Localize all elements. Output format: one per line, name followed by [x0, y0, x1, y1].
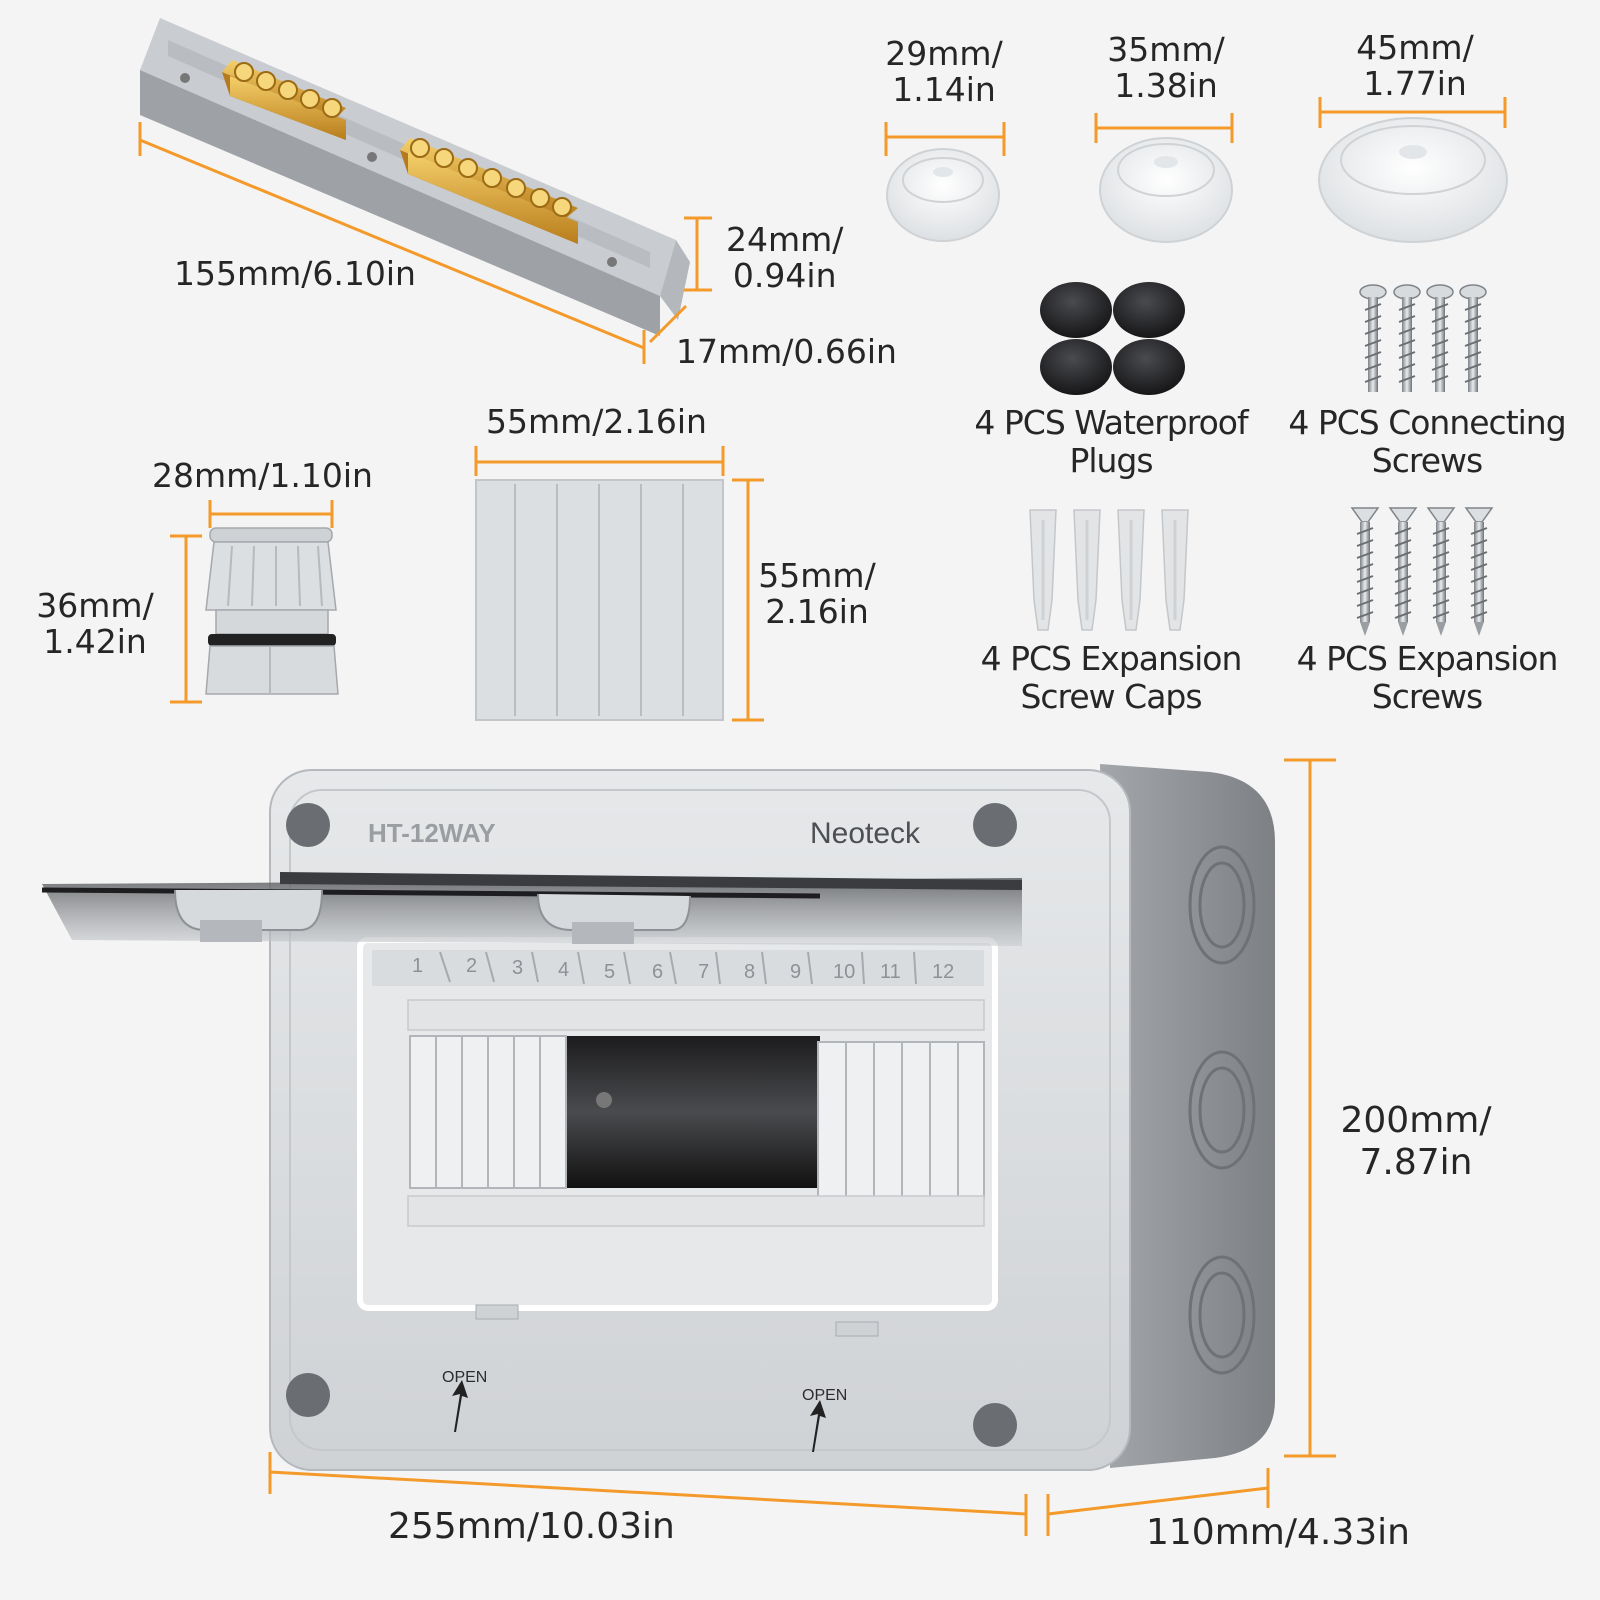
accessory-caption: 4 PCS Expansion Screws: [1296, 639, 1559, 716]
expansion-screw-icon: [1350, 507, 1493, 637]
accessory-caption: 4 PCS Connecting Screws: [1288, 403, 1566, 480]
slot-number: 10: [833, 961, 855, 983]
gland-width-label: 28mm/1.10in: [152, 456, 373, 495]
enclosure-depth-label: 110mm/4.33in: [1146, 1512, 1410, 1553]
slot-number: 5: [604, 961, 615, 983]
slot-number: 6: [652, 961, 663, 983]
busbar-depth-label: 17mm/0.66in: [676, 332, 897, 371]
grommet-45mm: [1318, 117, 1508, 243]
blank-module: [409, 1035, 985, 1199]
grommet-35mm: [1099, 137, 1233, 243]
slot-number: 4: [558, 959, 569, 981]
cable-gland-icon: [205, 527, 339, 695]
distribution-box: HT-12WAY Neoteck 1 2 3 4 5 6 7 8 9 10 11…: [41, 764, 1275, 1471]
grommet-29mm: [886, 148, 1000, 242]
busbar-length-label: 155mm/6.10in: [174, 254, 416, 293]
model-number: HT-12WAY: [368, 818, 496, 848]
rail-screw-icon: [596, 1092, 612, 1108]
grommet-dimension-lines: [884, 97, 1507, 156]
busbar-dimension-lines: [138, 122, 712, 364]
enclosure-width-label: 255mm/10.03in: [388, 1506, 675, 1547]
gland-height-label: 36mm/ 1.42in: [36, 586, 154, 661]
slot-number-strip: 1 2 3 4 5 6 7 8 9 10 11 12: [412, 951, 954, 985]
grommet-size-label: 29mm/ 1.14in: [885, 34, 1003, 109]
panel-dimension-lines: [474, 446, 764, 722]
open-arrow-icon: [452, 1380, 468, 1432]
slot-number: 7: [698, 961, 709, 983]
enclosure-dimension-lines: [268, 758, 1336, 1536]
grommet-size-label: 35mm/ 1.38in: [1107, 30, 1225, 105]
open-label: OPEN: [802, 1387, 847, 1404]
accessory-caption: 4 PCS Waterproof Plugs: [974, 403, 1248, 480]
expansion-cap-icon: [1029, 508, 1190, 632]
mounting-hole: [286, 803, 1017, 1447]
transparent-lid: [41, 872, 1022, 946]
panel-height-label: 55mm/ 2.16in: [758, 556, 876, 631]
busbar-height-label: 24mm/ 0.94in: [726, 220, 844, 295]
grommet-size-label: 45mm/ 1.77in: [1356, 28, 1474, 103]
panel-width-label: 55mm/2.16in: [486, 402, 707, 441]
knockout-circle: [1188, 845, 1256, 1375]
slot-number: 2: [466, 955, 477, 977]
accessory-caption: 4 PCS Expansion Screw Caps: [980, 639, 1243, 716]
blank-panel-icon: [475, 479, 724, 721]
open-arrow-icon: [810, 1400, 826, 1452]
slot-number: 12: [932, 961, 954, 983]
slot-number: 9: [790, 961, 801, 983]
enclosure-height-label: 200mm/ 7.87in: [1340, 1100, 1492, 1183]
waterproof-plug-icon: [1040, 282, 1185, 395]
slot-number: 11: [880, 961, 901, 983]
busbar-rail: [140, 18, 690, 336]
connecting-screw-icon: [1359, 284, 1487, 393]
slot-number: 1: [412, 955, 423, 977]
gland-dimension-lines: [170, 500, 334, 704]
open-label: OPEN: [442, 1369, 487, 1386]
slot-number: 3: [512, 957, 523, 979]
slot-number: 8: [744, 961, 755, 983]
brand-logo: Neoteck: [810, 817, 921, 850]
